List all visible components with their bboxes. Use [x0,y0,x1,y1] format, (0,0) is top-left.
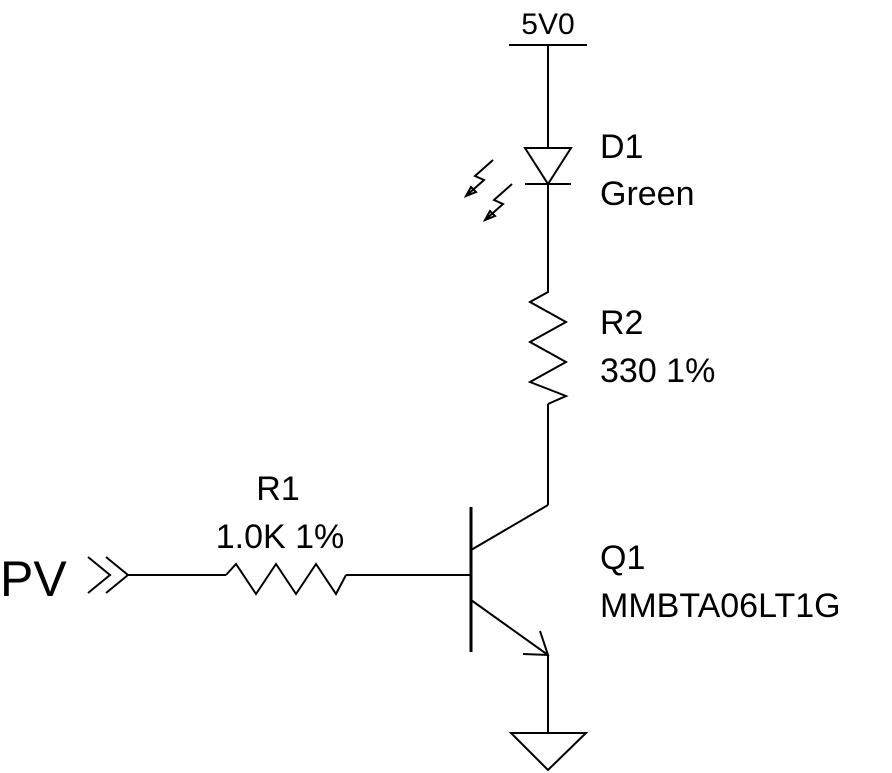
led-d1-triangle [523,147,573,186]
resistor-r1-zigzag [225,562,347,596]
transistor-q1-emitter [470,599,549,656]
led-d1-value: Green [600,175,695,213]
led-emission-arrows-icon [463,159,513,222]
resistor-r2-value: 330 1% [600,352,715,390]
resistor-r2-zigzag [527,285,569,405]
transistor-q1-value: MMBTA06LT1G [600,587,841,625]
input-port-pv: PV [0,551,130,607]
resistor-r2: R2 330 1% [527,285,715,405]
transistor-q1-ref: Q1 [600,539,645,577]
port-chevron-outer-icon [87,556,112,594]
resistor-r2-ref: R2 [600,304,643,342]
transistor-q1-collector [470,504,549,551]
resistor-r1-value: 1.0K 1% [216,518,345,556]
power-rail-label: 5V0 [521,8,574,41]
resistor-r1: R1 1.0K 1% [216,470,347,596]
input-port-label: PV [0,551,67,607]
power-rail-5v0: 5V0 [509,8,587,46]
resistor-r1-ref: R1 [256,470,299,508]
led-d1: D1 Green [463,128,695,222]
transistor-q1: Q1 MMBTA06LT1G [469,504,841,657]
led-d1-ref: D1 [600,128,643,166]
ground-icon [508,732,589,772]
